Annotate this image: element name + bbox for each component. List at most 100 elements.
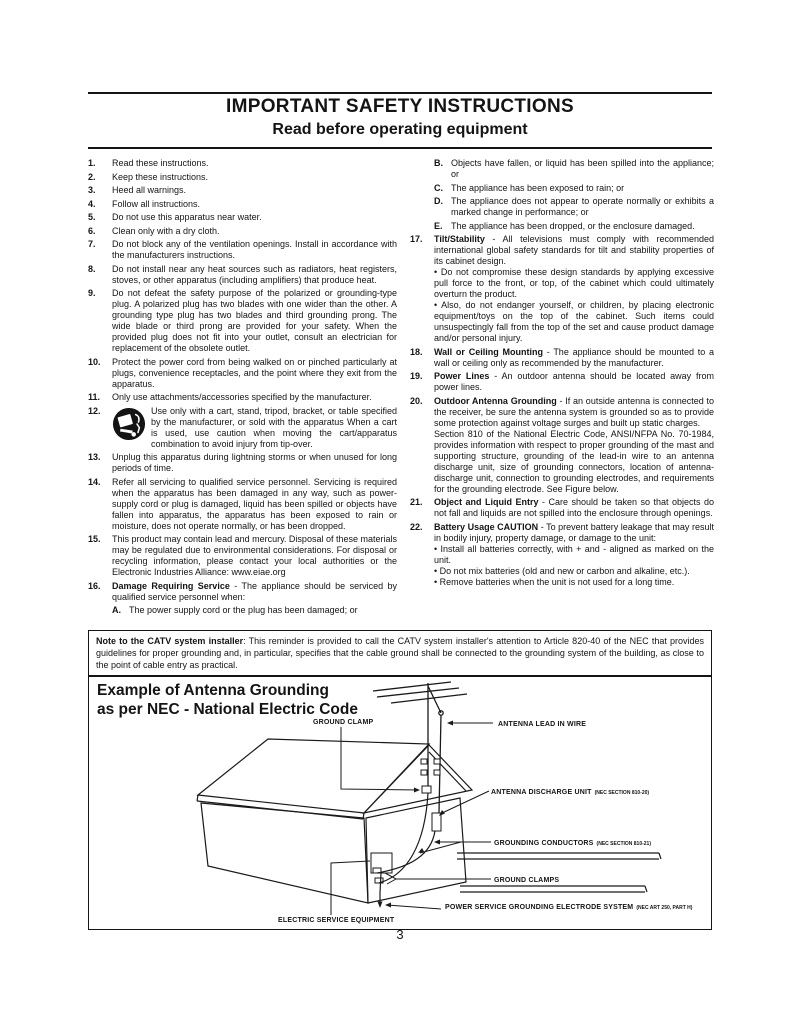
instruction-list-right: B. Objects have fallen, or liquid has bee…: [410, 158, 714, 590]
instruction-item-16: 16. Damage Requiring Service - The applia…: [88, 581, 397, 603]
item-title: Power Lines: [434, 371, 490, 381]
instruction-item-13: 13. Unplug this apparatus during lightnin…: [88, 452, 397, 474]
antenna-lead-in-wire-label: ANTENNA LEAD IN WIRE: [498, 721, 586, 728]
antenna-discharge-unit-symbol: [431, 812, 442, 832]
ground-clamp-symbol: [421, 785, 432, 794]
item-text: Power Lines - An outdoor antenna should …: [434, 371, 715, 392]
item-text: Do not block any of the ventilation open…: [112, 239, 397, 260]
instruction-item-11: 11.Only use attachments/accessories spec…: [88, 392, 397, 403]
item-number: 4.: [88, 198, 96, 209]
instruction-item-c: C. The appliance has been exposed to rain…: [434, 183, 714, 194]
item-title: Battery Usage CAUTION: [434, 521, 539, 532]
item-number: 19.: [410, 371, 423, 381]
item-text: The appliance does not appear to operate…: [451, 196, 714, 217]
house-drawing: [196, 738, 662, 904]
item-number: E.: [434, 220, 443, 231]
item-text: Do not defeat the safety purpose of the …: [112, 288, 397, 353]
antenna-grounding-diagram: GROUND CLAMP ANTENNA LEAD IN WIRE ANTENN…: [88, 676, 712, 930]
antenna-grounding-figure: GROUND CLAMP ANTENNA LEAD IN WIRE ANTENN…: [196, 681, 693, 924]
item-text: Keep these instructions.: [112, 171, 209, 182]
mast-hardware: [370, 758, 442, 884]
catv-note-title: Note to the CATV system installer: [96, 636, 244, 646]
instruction-item-7: 7. Do not block any of the ventilation op…: [88, 239, 397, 261]
item-number: B.: [434, 158, 443, 168]
item-number: D.: [434, 196, 443, 206]
item-number: 12.: [88, 405, 101, 416]
instruction-item-4: 4. Follow all instructions.: [88, 199, 397, 210]
instruction-item-6: 6. Clean only with a dry cloth.: [88, 226, 397, 237]
instruction-item-3: 3. Heed all warnings.: [88, 185, 397, 196]
item-number: 5.: [88, 212, 96, 222]
item-text: Outdoor Antenna Grounding - If an outsid…: [434, 395, 714, 494]
antenna-mast: [372, 681, 468, 814]
instruction-item-15: 15. This product may contain lead and mer…: [88, 534, 397, 578]
page-subtitle: Read before operating equipment: [272, 121, 528, 138]
instruction-item-8: 8. Do not install near any heat sources s…: [88, 264, 397, 286]
page-number: 3: [396, 927, 404, 942]
instruction-item-17: 17. Tilt/Stability - All televisions must…: [410, 234, 714, 344]
instruction-item-e: E. The appliance has been dropped, or the…: [434, 221, 714, 232]
item-text: Only use attachments/accessories specifi…: [112, 392, 372, 402]
item-number: 9.: [88, 288, 96, 298]
item-number: 6.: [88, 225, 96, 236]
item-number: 14.: [88, 476, 101, 487]
item-number: 2.: [88, 171, 96, 182]
instruction-item-9: 9. Do not defeat the safety purpose of th…: [88, 288, 397, 354]
item-text: Heed all warnings.: [112, 185, 187, 195]
item-text: The appliance has been exposed to rain; …: [451, 182, 625, 193]
instruction-item-12: 12.Use only with a cart, stand, tripod, …: [88, 406, 397, 450]
item-text: Read these instructions.: [112, 158, 209, 168]
item-text: The appliance has been dropped, or the e…: [451, 220, 695, 231]
instruction-item-21: 21. Object and Liquid Entry - Care should…: [410, 497, 714, 519]
instruction-item-2: 2. Keep these instructions.: [88, 172, 397, 183]
catv-note-text: : This reminder is provided to call the …: [96, 636, 704, 670]
item-text: Follow all instructions.: [112, 198, 201, 209]
item-text: Objects have fallen, or liquid has been …: [451, 158, 714, 179]
item-number: 8.: [88, 263, 96, 274]
item-text: Do not install near any heat sources suc…: [112, 263, 397, 285]
page-title: IMPORTANT SAFETY INSTRUCTIONS: [226, 96, 574, 117]
electric-service-equipment-label: ELECTRIC SERVICE EQUIPMENT: [278, 917, 395, 924]
item-number: 13.: [88, 452, 101, 462]
item-text: Object and Liquid Entry - Care should be…: [434, 497, 714, 518]
instruction-item-20: 20.Outdoor Antenna Grounding - If an out…: [410, 396, 714, 495]
item-number: 7.: [88, 239, 96, 249]
item-number: 21.: [410, 497, 423, 507]
item-number: 10.: [88, 356, 101, 367]
item-text: The power supply cord or the plug has be…: [129, 605, 358, 615]
item-text: Wall or Ceiling Mounting - The appliance…: [434, 346, 715, 368]
catv-note-box: Note to the CATV system installer: This …: [88, 630, 712, 676]
instruction-item-19: 19. Power Lines - An outdoor antenna shou…: [410, 371, 714, 393]
leader-lines: [330, 722, 493, 915]
instruction-item-d: D. The appliance does not appear to opera…: [434, 196, 714, 218]
ground-clamp-label: GROUND CLAMP: [313, 719, 373, 726]
item-number: 3.: [88, 185, 96, 195]
power-service-grounding-label: POWER SERVICE GROUNDING ELECTRODE SYSTEM…: [445, 904, 693, 911]
item-number: 16.: [88, 580, 101, 591]
item-text: Tilt/Stability - All televisions must co…: [434, 234, 714, 343]
item-number: 18.: [410, 346, 423, 357]
item-title: Tilt/Stability: [434, 234, 485, 244]
instruction-item-14: 14.Refer all servicing to qualified serv…: [88, 477, 397, 532]
item-text: Damage Requiring Service - The appliance…: [112, 580, 397, 602]
item-number: A.: [112, 605, 121, 615]
item-text: Battery Usage CAUTION - To prevent batte…: [434, 521, 714, 587]
item-number: C.: [434, 182, 443, 193]
header-top-rule: [88, 92, 712, 94]
item-text: Clean only with a dry cloth.: [112, 225, 220, 236]
item-title: Wall or Ceiling Mounting: [434, 346, 543, 357]
instruction-item-a: A. The power supply cord or the plug has …: [112, 605, 397, 616]
item-title: Object and Liquid Entry: [434, 497, 539, 507]
instruction-item-5: 5. Do not use this apparatus near water.: [88, 212, 397, 223]
item-text: Unplug this apparatus during lightning s…: [112, 452, 397, 473]
item-number: 15.: [88, 534, 101, 544]
tip-over-caution-icon: [112, 407, 146, 441]
instruction-item-b: B. Objects have fallen, or liquid has bee…: [434, 158, 714, 180]
antenna-discharge-unit-label: ANTENNA DISCHARGE UNIT(NEC SECTION 810-2…: [491, 789, 649, 796]
item-text: Do not use this apparatus near water.: [112, 212, 262, 222]
item-number: 17.: [410, 234, 423, 244]
instruction-item-1: 1. Read these instructions.: [88, 158, 397, 169]
item-number: 1.: [88, 158, 96, 168]
item-text: This product may contain lead and mercur…: [112, 534, 397, 577]
